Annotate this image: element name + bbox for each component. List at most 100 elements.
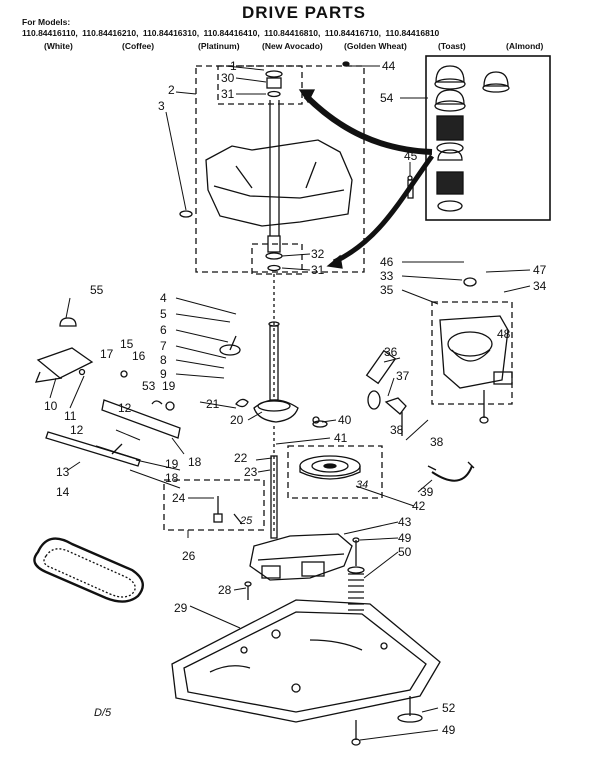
- callout-number: 18: [165, 471, 179, 485]
- callout-number: 3: [158, 99, 165, 113]
- drive-belt: [33, 537, 144, 603]
- callout-number: 33: [380, 269, 394, 283]
- callout-number: 34: [356, 479, 368, 491]
- model-number: 110.84416410,: [203, 28, 260, 38]
- callout-number: 12: [118, 401, 132, 415]
- callout-number: 12: [70, 423, 84, 437]
- model-number: 110.84416110,: [22, 28, 78, 38]
- callout-number: 2: [168, 83, 175, 97]
- base-plate: [171, 599, 441, 723]
- callout-number: 36: [384, 345, 398, 359]
- callout-number: 37: [396, 369, 410, 383]
- model-color: (Coffee): [122, 41, 155, 51]
- callout-number: 15: [120, 337, 134, 351]
- pump-assembly: [439, 277, 513, 424]
- clutch-group-box: [163, 479, 265, 531]
- model-number: 110.84416310,: [142, 28, 200, 38]
- callout-number: 7: [160, 339, 167, 353]
- callout-number: 49: [442, 723, 456, 737]
- callout-number: 55: [90, 283, 104, 297]
- motor-coupling: [365, 349, 407, 436]
- dashed-group-boxes: [163, 65, 513, 531]
- callout-number: 52: [442, 701, 456, 715]
- callout-number: 54: [380, 91, 394, 105]
- callout-number: 44: [382, 59, 396, 73]
- callout-number: 49: [398, 531, 412, 545]
- callout-number: 38: [430, 435, 444, 449]
- callout-number: 14: [56, 485, 70, 499]
- model-number: 110.84416710,: [324, 28, 381, 38]
- callout-number: 50: [398, 545, 412, 559]
- page-code: D/5: [94, 707, 112, 719]
- model-number: 110.84416810,: [264, 28, 321, 38]
- callout-number: 20: [230, 413, 244, 427]
- callout-number: 28: [218, 583, 232, 597]
- callout-number: 35: [380, 283, 394, 297]
- callout-number: 25: [239, 515, 253, 527]
- callout-number: 31: [221, 87, 235, 101]
- callout-number: 19: [165, 457, 179, 471]
- arrowhead-icon: [326, 254, 343, 269]
- page-title: DRIVE PARTS: [241, 3, 367, 22]
- top-cap-group-box: [217, 65, 303, 105]
- callout-number: 11: [64, 409, 77, 423]
- callout-number: 31: [311, 263, 325, 277]
- model-number: 110.84416810: [385, 28, 440, 38]
- callout-number: 6: [160, 323, 167, 337]
- callout-number: 18: [188, 455, 202, 469]
- agitator-dogs-inset: [425, 55, 551, 221]
- callout-number: 42: [412, 499, 426, 513]
- callout-number: 40: [338, 413, 352, 427]
- belt-clip: [431, 465, 473, 482]
- bearing-group-box: [251, 243, 303, 275]
- callout-number: 24: [172, 491, 186, 505]
- leader-lines: [49, 65, 531, 741]
- model-numbers-line: 110.84416110, 110.84416210, 110.84416310…: [22, 28, 441, 38]
- model-color: (Golden Wheat): [344, 41, 407, 51]
- callout-number: 8: [160, 353, 167, 367]
- model-color: (New Avocado): [262, 41, 323, 51]
- transmission-assembly: [249, 274, 353, 581]
- callout-number: 34: [533, 279, 547, 293]
- callout-number: 16: [132, 349, 146, 363]
- pulley: [299, 455, 361, 480]
- callout-number: 9: [160, 367, 167, 381]
- callout-number: 43: [398, 515, 412, 529]
- agitator-dog-icon: [434, 65, 510, 212]
- agitator-assembly: [179, 61, 414, 272]
- model-color: (Almond): [506, 41, 544, 51]
- callout-number: 21: [206, 397, 220, 411]
- callout-number: 13: [56, 465, 70, 479]
- model-color: (Platinum): [198, 41, 240, 51]
- leveling-leg: [351, 696, 423, 746]
- model-color: (White): [44, 41, 73, 51]
- for-models-label: For Models:: [22, 17, 71, 27]
- brake-lever-parts: [34, 317, 328, 467]
- suspension-spring: [347, 537, 365, 611]
- callout-number: 29: [174, 601, 188, 615]
- callout-number: 38: [390, 423, 404, 437]
- clutch-parts: [213, 496, 243, 525]
- arrowhead-icon: [298, 89, 316, 104]
- callout-number: 26: [182, 549, 196, 563]
- callout-number: 48: [497, 327, 511, 341]
- callout-number: 5: [160, 307, 167, 321]
- callout-number: 32: [311, 247, 325, 261]
- callout-number: 45: [404, 149, 418, 163]
- callout-number: 39: [420, 485, 434, 499]
- callout-number: 30: [221, 71, 235, 85]
- callout-number: 17: [100, 347, 114, 361]
- callout-number: 46: [380, 255, 394, 269]
- callout-number: 19: [162, 379, 176, 393]
- curved-arrow-icon: [332, 154, 435, 265]
- callout-number: 41: [334, 431, 348, 445]
- model-number: 110.84416210,: [82, 28, 139, 38]
- callout-number: 23: [244, 465, 258, 479]
- model-color: (Toast): [438, 41, 466, 51]
- callout-number: 22: [234, 451, 248, 465]
- callout-number: 47: [533, 263, 547, 277]
- callout-number: 10: [44, 399, 58, 413]
